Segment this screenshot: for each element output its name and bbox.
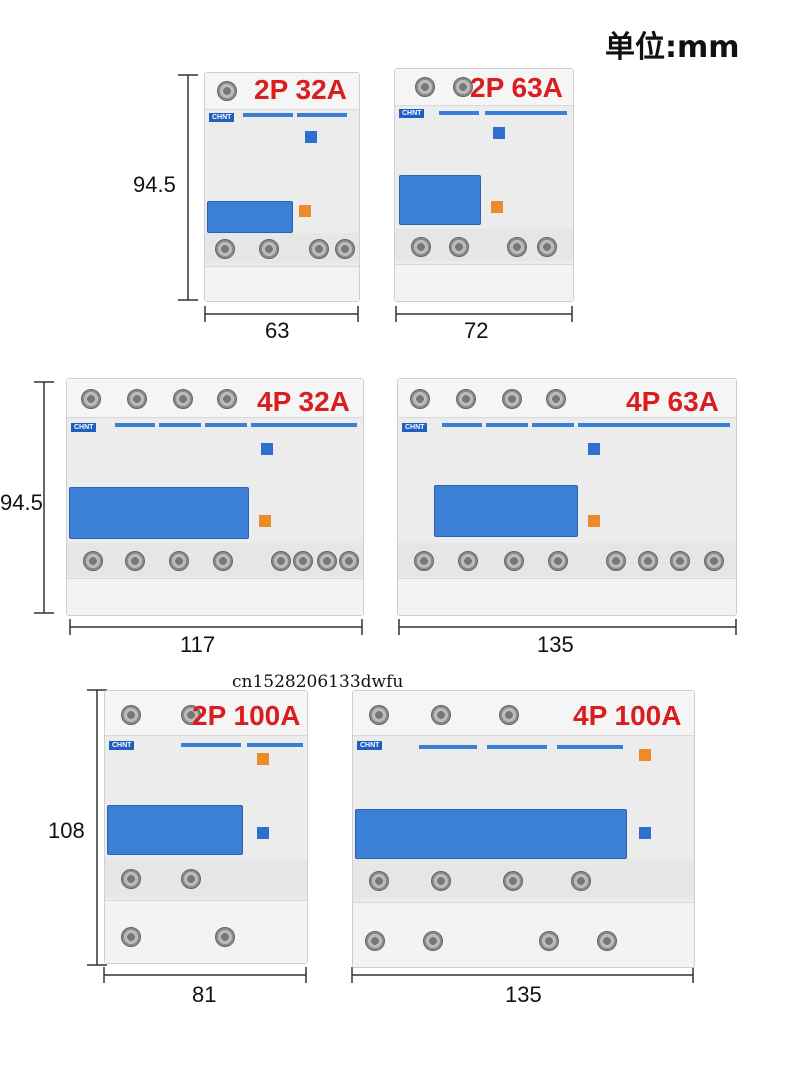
brand-logo: CHNT xyxy=(399,109,425,118)
breaker-4p-100a: CHNT xyxy=(352,690,695,968)
toggle-lever xyxy=(69,487,249,539)
rcd-reset-button xyxy=(261,443,273,455)
brand-logo: CHNT xyxy=(209,113,235,122)
brand-logo: CHNT xyxy=(71,423,97,432)
label-2p-100a: 2P 100A xyxy=(192,700,301,731)
rcd-reset-button xyxy=(257,827,269,839)
toggle-lever xyxy=(399,175,481,225)
breaker-4p-63a: CHNT xyxy=(397,378,737,616)
unit-label: 单位:mm xyxy=(605,30,740,65)
toggle-lever xyxy=(355,809,627,859)
breaker-2p-32a: CHNT xyxy=(204,72,360,302)
width-dim-2p-63a: 72 xyxy=(464,318,489,343)
watermark-text: cn1528206133dwfu xyxy=(232,672,404,692)
rcd-reset-button xyxy=(305,131,317,143)
height-dim-row1: 94.5 xyxy=(133,172,176,197)
test-button xyxy=(257,753,269,765)
width-dim-2p-100a: 81 xyxy=(192,982,217,1007)
breaker-2p-63a: CHNT xyxy=(394,68,574,302)
label-4p-32a: 4P 32A xyxy=(257,386,350,417)
test-button xyxy=(259,515,271,527)
test-button xyxy=(491,201,503,213)
label-2p-32a: 2P 32A xyxy=(254,74,347,105)
width-dim-4p-63a: 135 xyxy=(537,632,574,657)
brand-logo: CHNT xyxy=(109,741,135,750)
breaker-4p-32a: CHNT xyxy=(66,378,364,616)
test-button xyxy=(588,515,600,527)
rcd-reset-button xyxy=(588,443,600,455)
width-dim-4p-100a: 135 xyxy=(505,982,542,1007)
width-dim-2p-32a: 63 xyxy=(265,318,290,343)
brand-logo: CHNT xyxy=(357,741,383,750)
brand-logo: CHNT xyxy=(402,423,428,432)
label-2p-63a: 2P 63A xyxy=(470,72,563,103)
height-dim-row2: 94.5 xyxy=(0,490,43,515)
label-4p-100a: 4P 100A xyxy=(573,700,682,731)
breaker-2p-100a: CHNT xyxy=(104,690,308,964)
test-button xyxy=(299,205,311,217)
width-dim-4p-32a: 117 xyxy=(180,632,216,657)
height-dim-row3: 108 xyxy=(48,818,85,843)
label-4p-63a: 4P 63A xyxy=(626,386,719,417)
rcd-reset-button xyxy=(639,827,651,839)
toggle-lever xyxy=(207,201,293,233)
rcd-reset-button xyxy=(493,127,505,139)
test-button xyxy=(639,749,651,761)
toggle-lever xyxy=(434,485,578,537)
toggle-lever xyxy=(107,805,243,855)
